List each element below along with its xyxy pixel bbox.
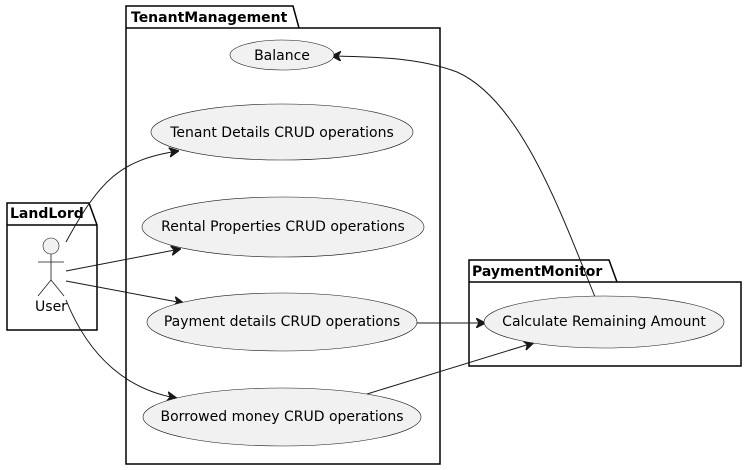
edge-borrowed-to-calculate [366,343,533,395]
package-title-landlord: LandLord [10,206,84,222]
edge-user-borrowed-money [65,299,176,398]
use-case-label: Borrowed money CRUD operations [160,409,403,425]
use-case-calculate-remaining: Calculate Remaining Amount [483,295,725,349]
use-case-label: Payment details CRUD operations [164,314,400,330]
use-case-label: Tenant Details CRUD operations [169,125,394,141]
edge-user-rental-properties [65,249,180,272]
relations [65,56,596,398]
actor-head-icon [42,237,60,255]
edge-user-payment-details [65,280,183,303]
actor-user: User [35,237,67,315]
package-title-payment-monitor: PaymentMonitor [472,264,602,280]
package-title-tenant-management: TenantManagement [131,10,288,26]
use-case-label: Rental Properties CRUD operations [161,219,405,235]
actor-label: User [35,299,67,315]
use-case-borrowed-money: Borrowed money CRUD operations [142,387,422,447]
package-landlord: LandLord [6,202,98,331]
use-case-rental-properties: Rental Properties CRUD operations [141,196,425,258]
use-case-label: Calculate Remaining Amount [502,314,706,330]
use-case-balance: Balance [229,39,335,71]
use-case-payment-details: Payment details CRUD operations [146,292,418,352]
edge-user-tenant-details [65,151,178,243]
use-case-label: Balance [254,48,310,64]
edge-calculate-to-balance [332,56,596,298]
use-case-tenant-details: Tenant Details CRUD operations [150,103,414,161]
